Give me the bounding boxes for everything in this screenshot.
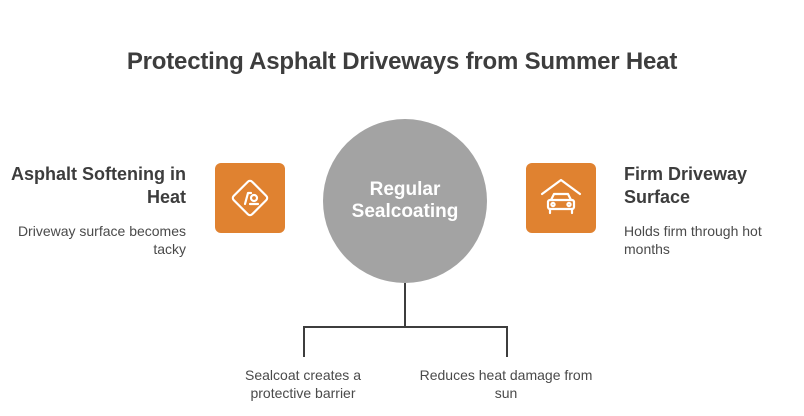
left-item-description: Driveway surface becomes tacky [17, 223, 186, 257]
central-concept-label: Regular Sealcoating [351, 179, 459, 222]
right-icon-box [526, 163, 596, 233]
left-icon-box [215, 163, 285, 233]
bottom-right-description: Reduces heat damage from sun [419, 367, 593, 401]
slippery-road-warning-icon [231, 179, 269, 217]
right-item-description: Holds firm through hot months [624, 223, 762, 257]
right-item-title: Firm Driveway Surface [624, 164, 748, 207]
central-concept-circle: Regular Sealcoating [323, 119, 487, 283]
left-item-title: Asphalt Softening in Heat [11, 164, 186, 207]
car-garage-icon [540, 178, 582, 215]
diagram-title: Protecting Asphalt Driveways from Summer… [126, 48, 678, 75]
bottom-left-description: Sealcoat creates a protective barrier [245, 367, 361, 401]
